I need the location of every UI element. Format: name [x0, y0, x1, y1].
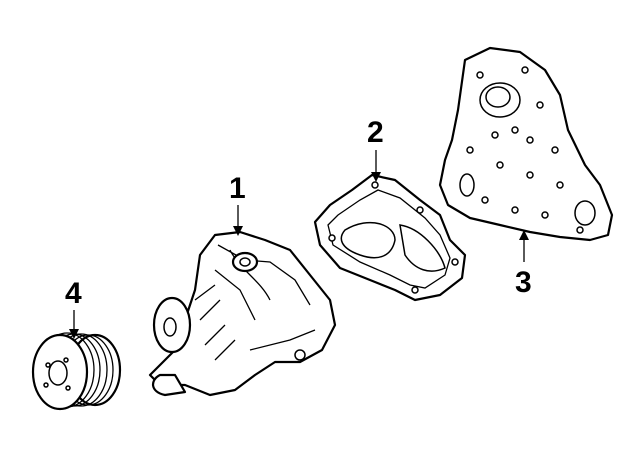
arrowhead-icon	[233, 226, 243, 236]
pulley[interactable]	[31, 332, 122, 411]
pump-gasket[interactable]	[313, 173, 467, 302]
callout-2: 2	[367, 116, 384, 149]
callout-3: 3	[515, 266, 532, 299]
callout-1: 1	[229, 172, 246, 205]
callout-4: 4	[65, 277, 82, 310]
arrowhead-icon	[519, 230, 529, 240]
water-pump[interactable]	[148, 230, 337, 397]
arrowhead-icon	[371, 172, 381, 182]
arrowhead-icon	[69, 329, 79, 339]
backing-plate[interactable]	[438, 46, 614, 242]
